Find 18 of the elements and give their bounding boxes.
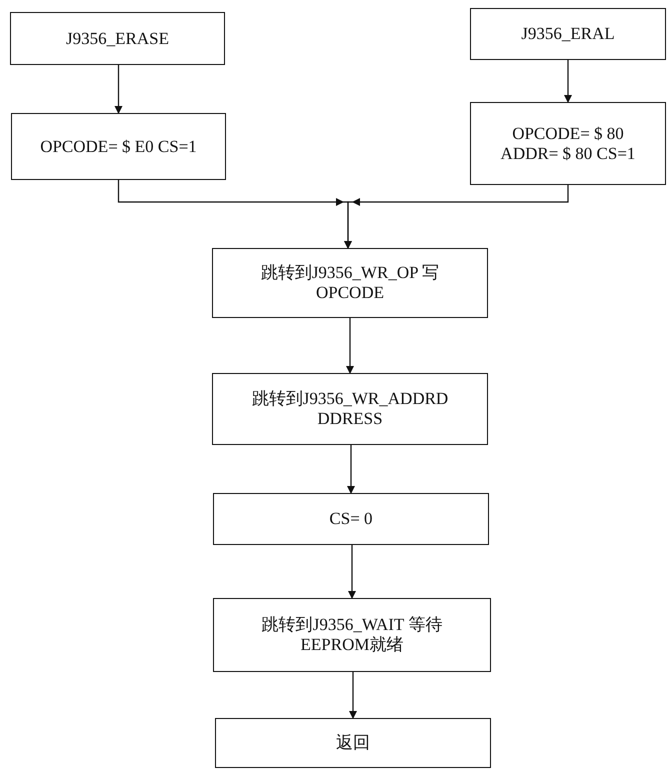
step-text: CS= 0 bbox=[328, 509, 374, 529]
process-box bbox=[213, 598, 491, 672]
step-text: J9356_ERASE bbox=[65, 28, 170, 48]
step-text: 跳转到J9356_WAIT 等待EEPROM就绪 bbox=[260, 615, 444, 655]
step-text: OPCODE= $ E0 CS=1 bbox=[39, 136, 198, 156]
process-box bbox=[215, 718, 491, 768]
step-text: 跳转到J9356_WR_OP 写OPCODE bbox=[260, 263, 440, 303]
process-box bbox=[213, 493, 489, 545]
step-text: 返回 bbox=[335, 733, 371, 753]
step-text: 跳转到J9356_WR_ADDRD DDRESS bbox=[250, 389, 450, 429]
process-box bbox=[11, 113, 226, 180]
process-box bbox=[470, 8, 666, 60]
process-box bbox=[212, 373, 488, 445]
process-box bbox=[10, 12, 225, 65]
step-text: OPCODE= $ 80 ADDR= $ 80 CS=1 bbox=[500, 124, 636, 164]
step-text: J9356_ERAL bbox=[520, 24, 616, 44]
process-box bbox=[470, 102, 666, 185]
process-box bbox=[212, 248, 488, 318]
